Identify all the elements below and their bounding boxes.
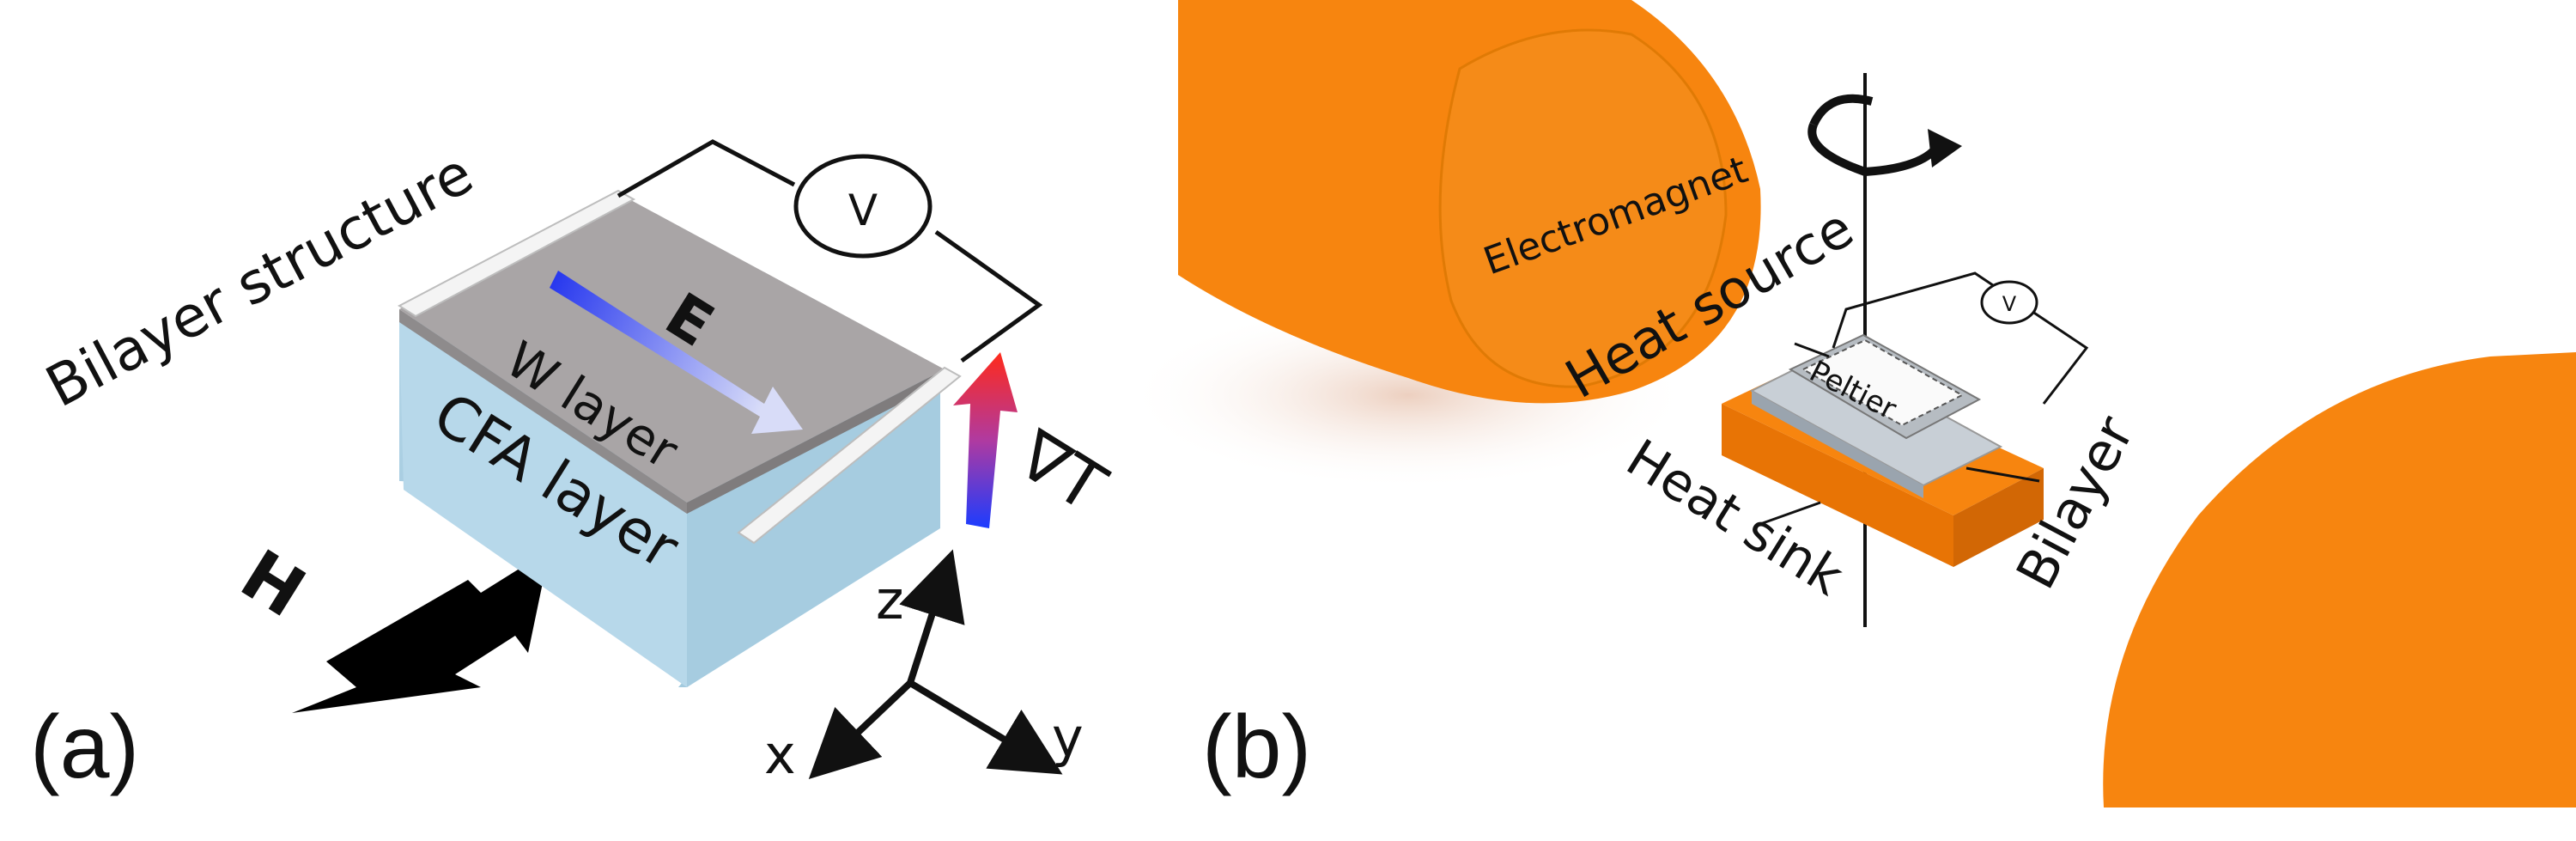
panel-a-label: (a) — [30, 698, 139, 797]
rotation-arrowhead — [1928, 129, 1962, 168]
rotation-arrow — [1807, 123, 1947, 177]
w-layer-edge-right — [687, 369, 945, 514]
heat-sink-side — [1953, 468, 2044, 567]
circuit-wire — [617, 139, 796, 198]
cfa-layer-left-face — [399, 322, 687, 687]
electromagnet-right — [2103, 352, 2576, 807]
panel-b: Electromagnet Peltier V Heat source H — [1125, 0, 2576, 807]
electromagnet-left-face — [1438, 28, 1728, 388]
label-gradient: ∇T — [1004, 416, 1118, 527]
cfa-layer-right-face — [687, 378, 940, 687]
panel-b-label: (b) — [1202, 698, 1311, 797]
electric-field-arrow — [550, 271, 803, 434]
electrode-front — [737, 366, 962, 545]
voltmeter-a: V — [793, 154, 933, 259]
voltmeter-b-label: V — [2002, 292, 2017, 316]
w-layer-edge-left — [399, 309, 687, 514]
axis-z-label: z — [876, 569, 904, 631]
label-h-field: H — [228, 534, 319, 632]
electrode-back — [398, 189, 636, 318]
voltmeter-a-label: V — [848, 186, 878, 235]
panel-a: V Bilayer structure W layer CFA layer E … — [30, 139, 1119, 797]
peltier-top — [1801, 338, 1965, 427]
circuit-wire-right — [934, 229, 1043, 363]
voltmeter-b: V — [1980, 280, 2038, 325]
rotation-arrow-top — [1809, 94, 1874, 127]
heat-sink-front — [1722, 404, 1953, 567]
leader-bilayer — [1965, 466, 2040, 483]
leader-heat-sink — [1759, 501, 1821, 526]
leader-heat-source — [1794, 342, 1830, 358]
bilayer-sample-front — [1752, 391, 1923, 498]
axes — [808, 549, 1063, 780]
axis-y-label: y — [1052, 706, 1084, 769]
axis-x-label: x — [764, 723, 796, 786]
magnetic-field-arrow — [292, 550, 550, 713]
temperature-gradient-arrow — [953, 352, 1018, 528]
circuit-wire-b — [1832, 271, 2089, 405]
